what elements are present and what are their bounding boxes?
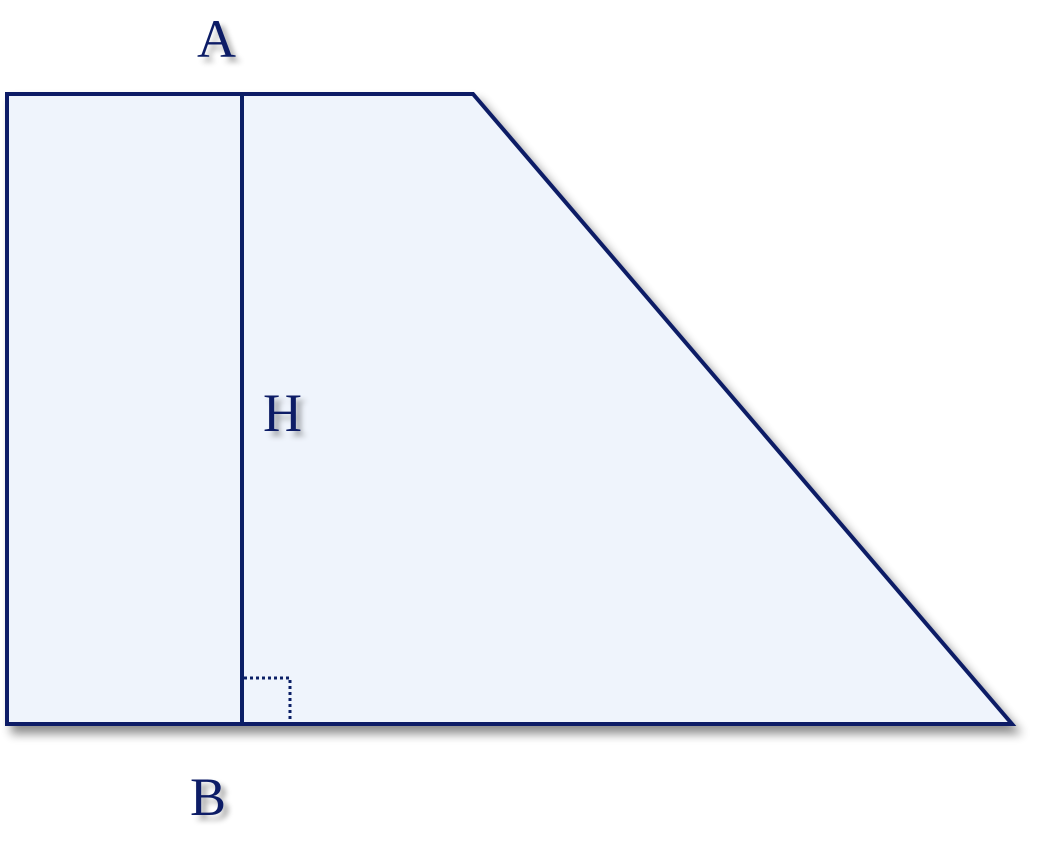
label-bottom-base: B [190,767,226,827]
label-height: H [263,383,302,443]
label-top-base: A [197,9,236,69]
trapezoid-shape [5,92,1017,726]
